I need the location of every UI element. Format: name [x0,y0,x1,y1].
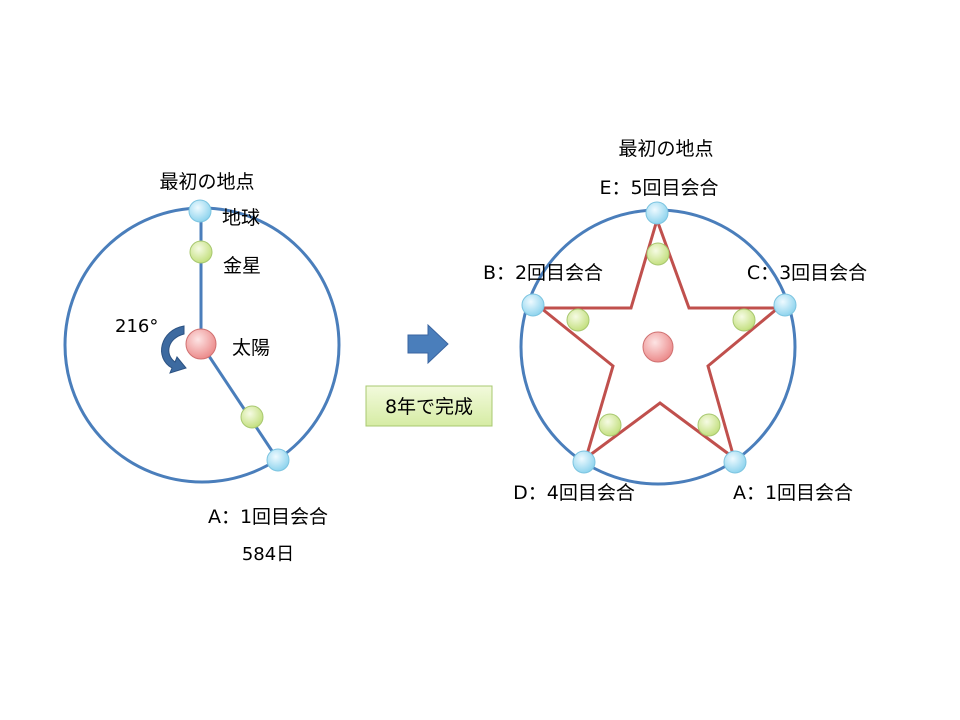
conjunction-a-label-right: A：1回目会合 [733,482,853,504]
start-point-label-right: 最初の地点 [618,138,713,160]
venus-b [566,308,590,332]
venus-a [697,413,721,437]
earth-d [572,450,596,474]
left-diagram: 最初の地点 地球 金星 太陽 216° A：1回目会合 584日 [63,171,341,565]
conjunction-d-label: D：4回目会合 [513,482,635,504]
right-arrow-icon [407,323,449,365]
earth-conjunction [266,448,290,472]
pentagram [536,215,783,462]
earth-a [723,450,747,474]
earth-c [773,293,797,317]
sun-right [642,331,674,363]
angle-label: 216° [115,316,158,337]
venus-label: 金星 [223,255,261,277]
conjunction-b-label: B：2回目会合 [483,262,603,284]
conjunction-a-label: A：1回目会合 [208,506,328,528]
conjunction-c-label: C：3回目会合 [747,262,867,284]
venus-c [732,308,756,332]
rotation-arrow-icon [161,325,187,374]
earth-b [521,293,545,317]
earth-start [188,199,212,223]
conjunction-e-label: E：5回目会合 [599,177,718,199]
result-box [365,385,493,427]
start-point-label: 最初の地点 [159,171,254,193]
conjunction-line [199,343,280,461]
sun-label: 太陽 [232,337,270,359]
sun [185,328,217,360]
venus-d [598,413,622,437]
venus-conjunction [240,405,264,429]
earth-label: 地球 [222,207,260,229]
venus-e [646,242,670,266]
venus-start [189,240,213,264]
earth-e [645,201,669,225]
days-label: 584日 [242,544,294,565]
result-label: 8年で完成 [385,396,473,418]
right-diagram: 最初の地点 E：5回目会合 B：2回目会合 C：3回目会合 D：4回目会合 A：… [483,138,867,504]
middle: 8年で完成 [365,323,493,427]
